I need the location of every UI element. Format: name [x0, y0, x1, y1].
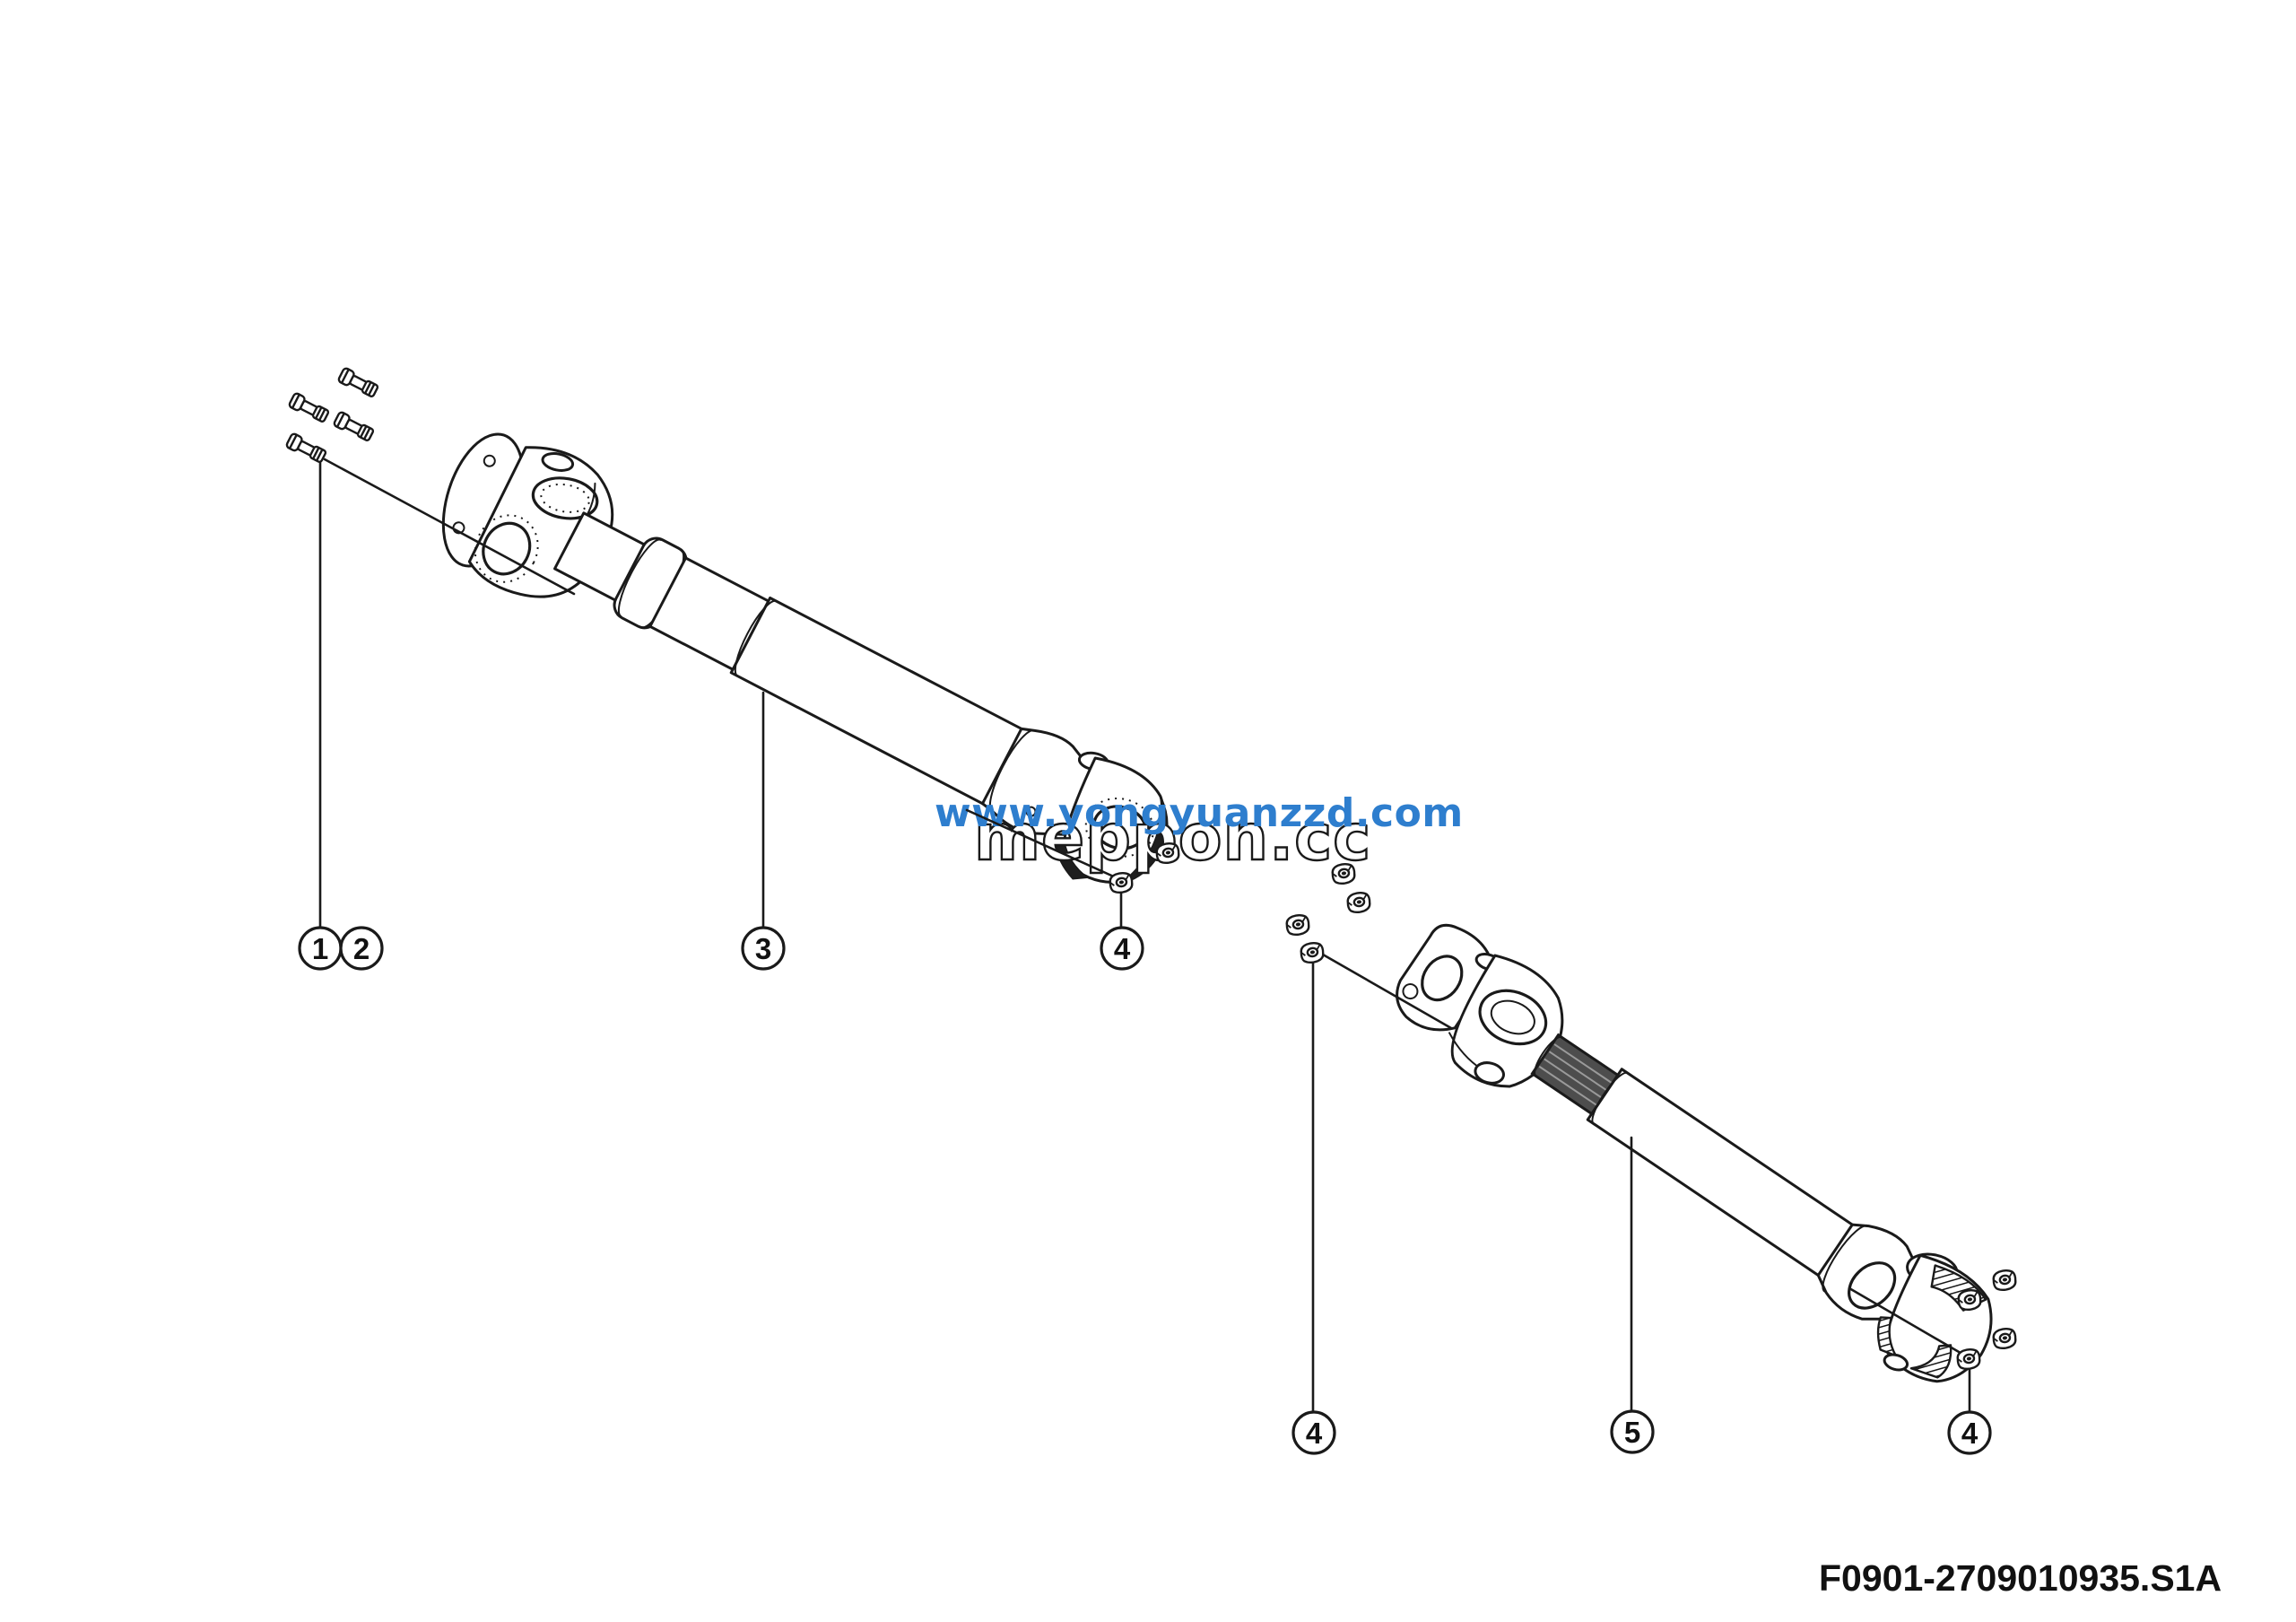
flange-nut [1991, 1268, 2018, 1293]
callout-number: 2 [353, 932, 370, 965]
flange-nut [1299, 940, 1326, 965]
flange-nut [1330, 861, 1357, 886]
flange-nut [1284, 912, 1311, 937]
callout-circle[interactable] [741, 926, 786, 971]
flange-bolt [287, 391, 331, 425]
callout-5[interactable]: 5 [1610, 1409, 1655, 1454]
leader-line [965, 808, 1119, 880]
flange-nut [1991, 1326, 2018, 1351]
drive-shaft-1-illustration [441, 432, 1169, 885]
drawing-number: F0901-2709010935.S1A [1819, 1557, 2222, 1599]
flange-bolt [284, 432, 328, 466]
watermark-url-text: www.yongyuanzzd.com [935, 790, 1464, 836]
callout-2[interactable]: 2 [339, 926, 384, 971]
callout-number: 4 [1306, 1417, 1323, 1450]
flange-bolt [336, 366, 380, 400]
callout-number: 5 [1624, 1416, 1640, 1449]
drive-shaft-2-illustration [1396, 923, 1993, 1383]
callout-3[interactable]: 3 [741, 926, 786, 971]
flange-nut [1108, 870, 1135, 895]
flange-nut [1345, 890, 1372, 915]
leader-line [1848, 1286, 1967, 1357]
callout-circle[interactable] [1610, 1409, 1655, 1454]
callout-1[interactable]: 1 [298, 926, 343, 971]
callout-4[interactable]: 4 [1100, 926, 1144, 971]
leader-line [1315, 949, 1453, 1030]
callout-number: 4 [1961, 1417, 1979, 1450]
callout-number: 3 [755, 932, 771, 965]
watermark-outline-text: meppon.cc [974, 800, 1371, 875]
callout-number: 1 [312, 932, 328, 965]
flange-nut [1956, 1287, 1983, 1312]
flange-nut [1955, 1347, 1982, 1372]
leader-lines-layer [318, 458, 1971, 1413]
flange-bolt [332, 410, 376, 444]
callout-circle[interactable] [1947, 1410, 1992, 1455]
callout-circle[interactable] [339, 926, 384, 971]
callout-4[interactable]: 4 [1292, 1410, 1336, 1455]
callout-4[interactable]: 4 [1947, 1410, 1992, 1455]
flange-nut [1154, 841, 1181, 866]
callout-circle[interactable] [1292, 1410, 1336, 1455]
callout-circle[interactable] [1100, 926, 1144, 971]
leader-line [323, 458, 576, 596]
callout-number: 4 [1114, 932, 1131, 965]
